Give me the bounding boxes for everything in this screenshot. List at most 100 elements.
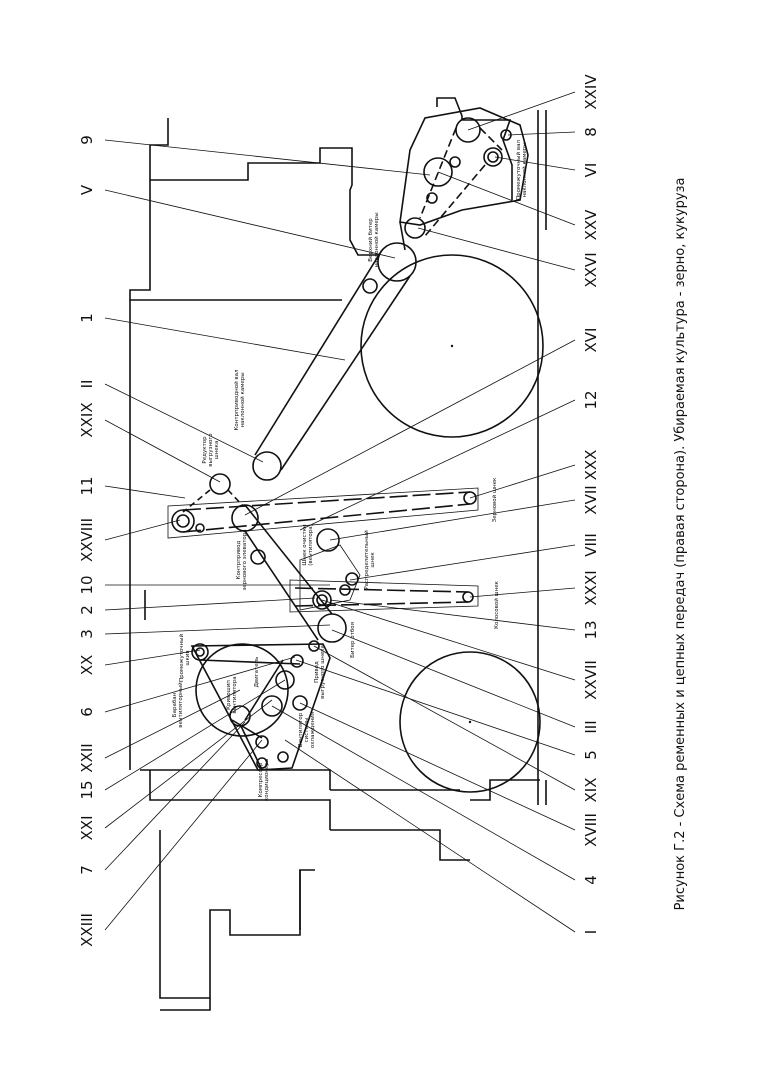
callout-left_callouts-7: 10 xyxy=(78,575,96,594)
callout-right_callouts-8: XVII xyxy=(582,485,600,514)
callout-right_callouts-14: 5 xyxy=(582,750,600,760)
callout-left_callouts-4: XXIX xyxy=(78,402,96,437)
callout-right_callouts-4: XXVI xyxy=(582,252,600,287)
harvester-body-outline xyxy=(129,97,547,1011)
part-label-line: кондиционера xyxy=(264,759,270,801)
callout-left_callouts-13: 15 xyxy=(78,780,96,799)
callout-left_callouts-9: 3 xyxy=(78,629,96,639)
part-label-line: (вентилятора) xyxy=(308,524,314,566)
part-label-line: Промежуточный вал xyxy=(515,140,522,200)
part-label-line: Промежуточный xyxy=(178,634,185,682)
rear-wheel xyxy=(399,651,541,793)
front-wheel xyxy=(360,254,544,438)
callout-right_callouts-9: VIII xyxy=(582,533,600,557)
callout-left_callouts-1: V xyxy=(78,184,96,195)
part-label-beater-drum: Битер отбоя xyxy=(350,622,356,658)
callout-left_callouts-8: 2 xyxy=(78,605,96,615)
callout-left_callouts-10: XX xyxy=(78,655,96,676)
callout-left_callouts-14: XXI xyxy=(78,816,96,841)
part-label-unloading-auger: Промежуточныйшкив xyxy=(178,634,191,682)
part-label-line: Колосовой шнек xyxy=(493,580,500,628)
part-label-line: Контрприводной вал xyxy=(233,369,240,431)
callout-right_callouts-0: XXIV xyxy=(582,74,600,110)
pulley-VIII xyxy=(316,528,340,552)
callout-right_callouts-11: 13 xyxy=(582,620,600,639)
right-callout-labels: XXIV8VIXXVXXVIXVI12XXXXVIIVIIIXXXI13XXVI… xyxy=(582,74,600,935)
callout-left_callouts-12: XXII xyxy=(78,743,96,772)
callout-right_callouts-7: XXX xyxy=(582,450,600,481)
part-label-fan-drum: Барабанвентиляторный xyxy=(172,682,184,728)
part-label-line: наклонной камеры xyxy=(373,212,380,267)
part-label-line: шнек xyxy=(370,552,376,568)
pulley-XXV xyxy=(423,157,453,187)
figure-caption: Рисунок Г.2 - Схема ременных и цепных пе… xyxy=(673,178,688,911)
callout-right_callouts-18: I xyxy=(582,930,600,934)
part-label-feeder-shaft: Промежуточный валнаклонной камеры xyxy=(515,140,528,200)
part-label-line: Контрпривод xyxy=(236,540,242,579)
part-label-grain-auger: Зерновой шнек xyxy=(491,477,498,522)
part-label-straw-shaker-crank: Вентиляторсистемыохлаждения xyxy=(298,712,316,748)
part-label-line: Верхний битер xyxy=(367,218,374,262)
pulley-V xyxy=(377,242,417,282)
part-label-chopper-reducer: Редукторвыгрузногошнека xyxy=(202,433,220,467)
part-label-top-pair: Верхний битернаклонной камеры xyxy=(367,212,380,267)
part-label-conveyor-shaft: Контрприводной валнаклонной камеры xyxy=(233,369,246,431)
callout-left_callouts-2: 1 xyxy=(78,313,96,323)
callout-right_callouts-13: III xyxy=(582,720,600,733)
pulley-XXII-drum xyxy=(195,643,289,737)
part-label-compressor: Компрессоркондиционера xyxy=(258,759,270,801)
part-label-line: наклонной камеры xyxy=(521,142,528,197)
part-label-line: Редуктор xyxy=(202,436,208,464)
part-label-distributing-auger: Распределительныйшнек xyxy=(363,530,376,590)
part-label-line: системы xyxy=(304,718,310,743)
callout-left_callouts-0: 9 xyxy=(78,135,96,145)
callout-right_callouts-10: XXXI xyxy=(582,570,600,605)
pulley-VI xyxy=(483,147,503,167)
part-label-line: вентилятора xyxy=(232,676,238,713)
callout-right_callouts-1: 8 xyxy=(582,127,600,137)
pulley-XXI xyxy=(261,695,283,717)
part-label-line: Вентилятор xyxy=(298,712,304,747)
part-label-line: Компрессор xyxy=(258,762,264,797)
part-label-line: выгрузного xyxy=(208,433,214,467)
part-label-line: охлаждения xyxy=(310,712,316,748)
part-label-line: шнека xyxy=(214,441,220,460)
part-label-grain-auger-drive: Контрприводзернового элеватора xyxy=(236,529,248,590)
part-label-line: Зерновой шнек xyxy=(491,477,498,522)
callout-left_callouts-5: 11 xyxy=(78,476,96,495)
callout-left_callouts-3: II xyxy=(78,380,96,389)
pulley-XXVI xyxy=(404,217,426,239)
part-label-unload-drum: Приводвыгрузного шнека xyxy=(314,645,326,699)
part-label-line: Двигатель xyxy=(254,657,260,688)
leader-lines xyxy=(104,91,576,933)
callout-right_callouts-6: 12 xyxy=(582,390,600,409)
part-label-line: Распределительный xyxy=(363,530,370,590)
part-label-line: зернового элеватора xyxy=(242,529,248,590)
part-label-line: вентиляторный xyxy=(177,682,184,728)
part-label-tailings-auger: Колосовой шнек xyxy=(493,580,500,628)
callout-left_callouts-6: XXVIII xyxy=(78,518,96,562)
part-label-cleaning-fan: Шнек очистки(вентилятора) xyxy=(302,524,314,566)
pulley-II xyxy=(252,451,282,481)
part-label-line: выгрузного шнека xyxy=(320,645,326,699)
callout-left_callouts-11: 6 xyxy=(78,707,96,717)
part-labels: Верхний битернаклонной камерыПромежуточн… xyxy=(172,140,528,802)
part-label-engine: Двигатель xyxy=(254,657,260,688)
callout-right_callouts-3: XXV xyxy=(582,209,600,241)
part-label-line: Привод xyxy=(314,661,320,683)
pulley-III xyxy=(317,613,347,643)
part-label-line: Битер отбоя xyxy=(350,622,356,658)
part-label-line: Шнек очистки xyxy=(302,524,308,566)
callout-left_callouts-16: XXIII xyxy=(78,913,96,947)
pulleys-and-belts xyxy=(167,117,512,771)
callout-right_callouts-5: XVI xyxy=(582,328,600,353)
part-label-line: Барабан xyxy=(172,692,178,717)
part-label-line: наклонной камеры xyxy=(239,372,246,427)
callout-right_callouts-12: XXVII xyxy=(582,660,600,700)
callout-right_callouts-15: XIX xyxy=(582,778,600,803)
pulley-XXIX xyxy=(209,473,231,495)
callout-right_callouts-16: XVIII xyxy=(582,813,600,847)
